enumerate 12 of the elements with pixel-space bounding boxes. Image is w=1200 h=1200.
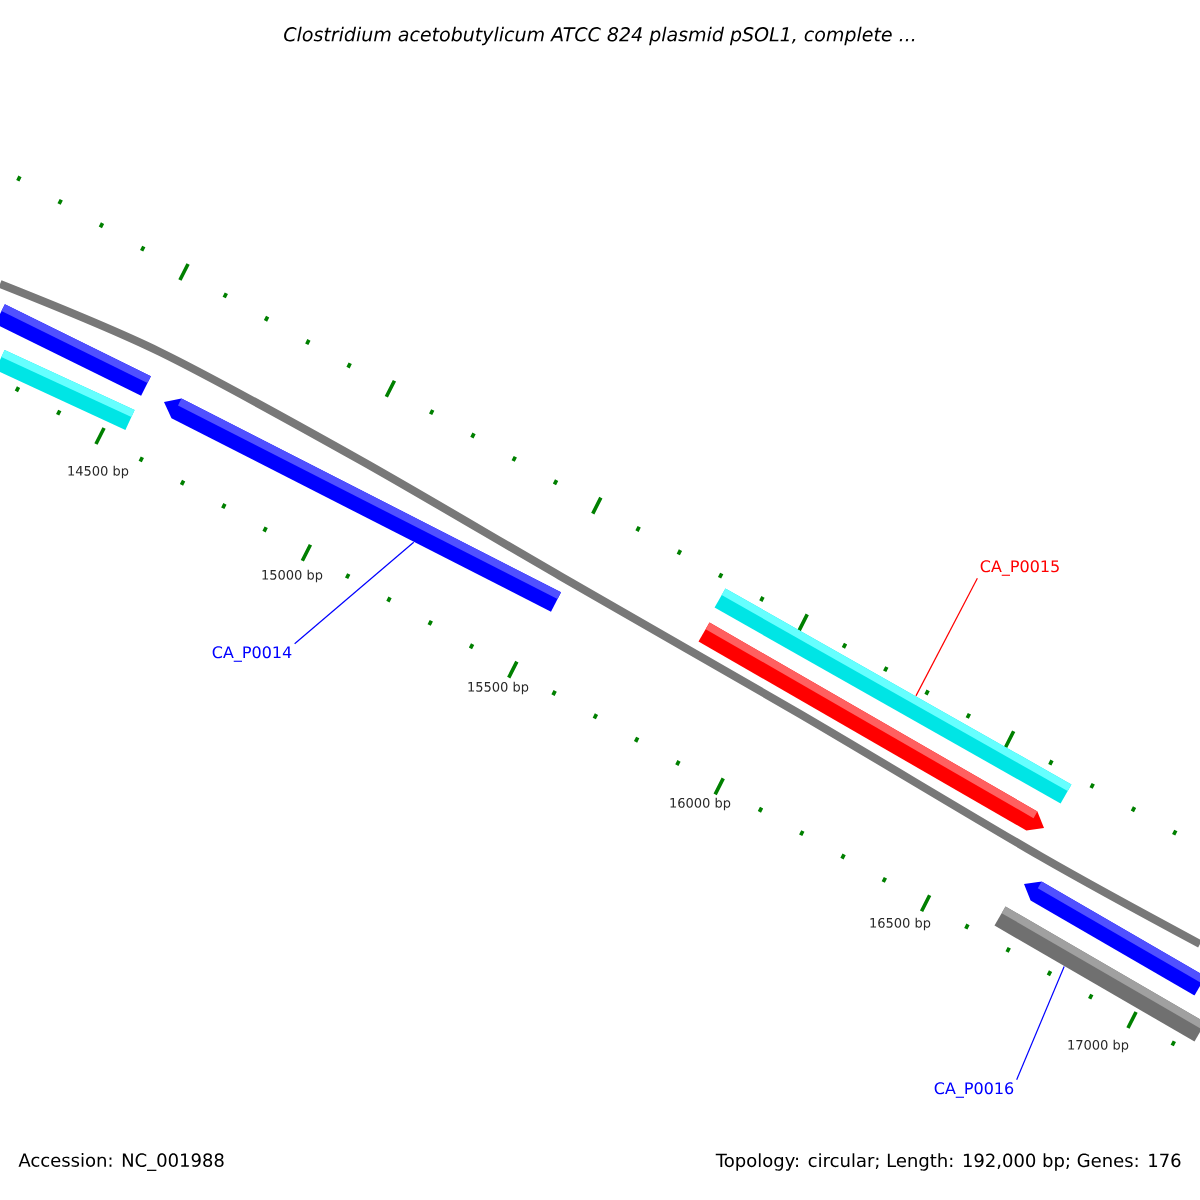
- gene-label: CA_P0016: [934, 1082, 1014, 1098]
- gene-bar: [0, 350, 135, 430]
- title: Clostridium acetobutylicum ATCC 824 plasmid pSOL1, complete ...: [284, 26, 915, 46]
- gene-bar: [164, 398, 561, 612]
- gene-label: CA_P0014: [212, 646, 292, 662]
- gene-bar: [994, 906, 1200, 1042]
- summary-text: Topology: circular; Length: 192,000 bp; Genes: 176: [715, 1153, 1181, 1171]
- accession-text: Accession: NC_001988: [18, 1153, 224, 1171]
- gene-label: CA_P0015: [980, 560, 1059, 576]
- leader-line: [1016, 965, 1065, 1081]
- leader-line: [294, 541, 415, 645]
- leader-line: [915, 577, 978, 697]
